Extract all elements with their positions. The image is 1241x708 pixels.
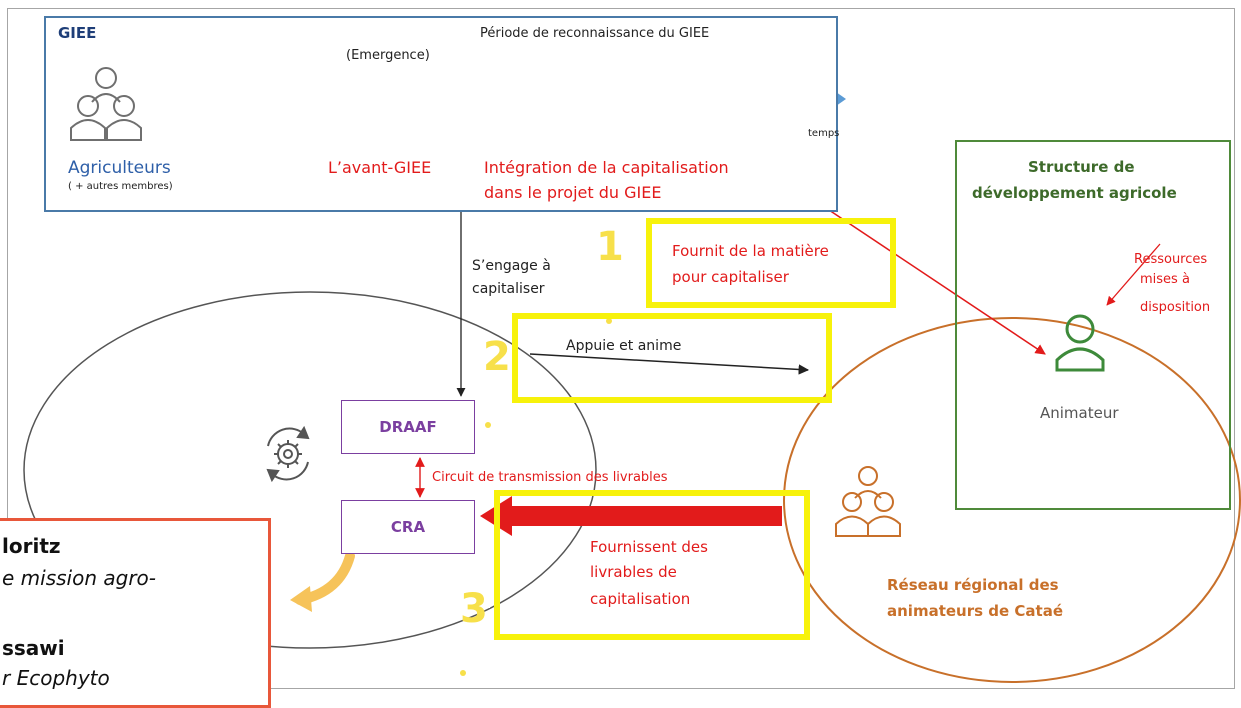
- speaker-name-1: loritz: [2, 534, 61, 558]
- structure-title-line2: développement agricole: [972, 184, 1177, 202]
- curved-arrow-head: [290, 586, 312, 612]
- network-label-line1: Réseau régional des: [887, 576, 1059, 594]
- deliver-arrow-bar: [510, 506, 782, 526]
- period-label: Période de reconnaissance du GIEE: [480, 26, 710, 41]
- ellipse-gap: [440, 594, 490, 608]
- giee-title: GIEE: [58, 24, 97, 42]
- people-group-icon: [835, 466, 901, 537]
- provide-line1: Fournit de la matière: [672, 242, 829, 260]
- cra-box: [341, 500, 475, 554]
- network-ellipse: [783, 317, 1241, 683]
- people-group-icon: [70, 67, 142, 141]
- provide-arrow: [825, 207, 1046, 355]
- speaker-name-2: ssawi: [2, 636, 65, 660]
- resources-line2: mises à: [1140, 272, 1190, 287]
- resources-line1: Ressources: [1134, 252, 1208, 267]
- institution-ellipse: [23, 291, 597, 649]
- structure-box: [955, 140, 1231, 510]
- step1-highlight: [646, 218, 896, 308]
- cra-label: CRA: [390, 518, 426, 536]
- draaf-box: [341, 400, 475, 454]
- commit-line2: capitaliser: [472, 281, 545, 297]
- support-arrow: [529, 353, 810, 375]
- commit-line1: S’engage à: [472, 258, 551, 274]
- support-label: Appuie et anime: [566, 338, 682, 354]
- outer-frame: [7, 8, 1235, 689]
- step3-highlight: [494, 490, 810, 640]
- giee-box: [44, 16, 838, 212]
- deliver-line3: capitalisation: [590, 590, 691, 608]
- deliver-line2: livrables de: [590, 563, 677, 581]
- before-label: L’avant-GIEE: [328, 158, 432, 177]
- network-label-line2: animateurs de Cataé: [887, 602, 1063, 620]
- resources-line3: disposition: [1140, 300, 1211, 315]
- integration-line2: dans le projet du GIEE: [484, 183, 662, 202]
- yellow-dot: [606, 318, 612, 324]
- structure-title-line1: Structure de: [1028, 158, 1135, 176]
- speaker-card: [0, 518, 271, 708]
- circuit-label: Circuit de transmission des livrables: [432, 470, 668, 485]
- step-number-1: 1: [596, 224, 624, 270]
- deliver-line1: Fournissent des: [590, 538, 708, 556]
- gear-cycle-icon: [266, 425, 310, 483]
- yellow-dot: [460, 670, 466, 676]
- speaker-role-1: e mission agro-: [2, 566, 156, 590]
- diagram: GIEE Agriculteurs ( + autres membres) Pé…: [0, 8, 1241, 708]
- axis-label: temps: [808, 128, 840, 139]
- person-icon: [1055, 314, 1105, 372]
- animator-label: Animateur: [1040, 404, 1119, 422]
- provide-line2: pour capitaliser: [672, 268, 789, 286]
- group-label: Agriculteurs: [68, 158, 171, 178]
- step-number-2: 2: [483, 334, 511, 380]
- step2-highlight: [512, 313, 832, 403]
- integration-line1: Intégration de la capitalisation: [484, 158, 729, 177]
- step-number-3: 3: [460, 586, 488, 632]
- yellow-dot: [485, 422, 491, 428]
- speaker-role-2: r Ecophyto: [2, 666, 110, 690]
- group-sublabel: ( + autres membres): [68, 181, 173, 192]
- emergence-label: (Emergence): [346, 48, 430, 63]
- resources-arrow: [1106, 243, 1161, 306]
- draaf-label: DRAAF: [379, 418, 437, 436]
